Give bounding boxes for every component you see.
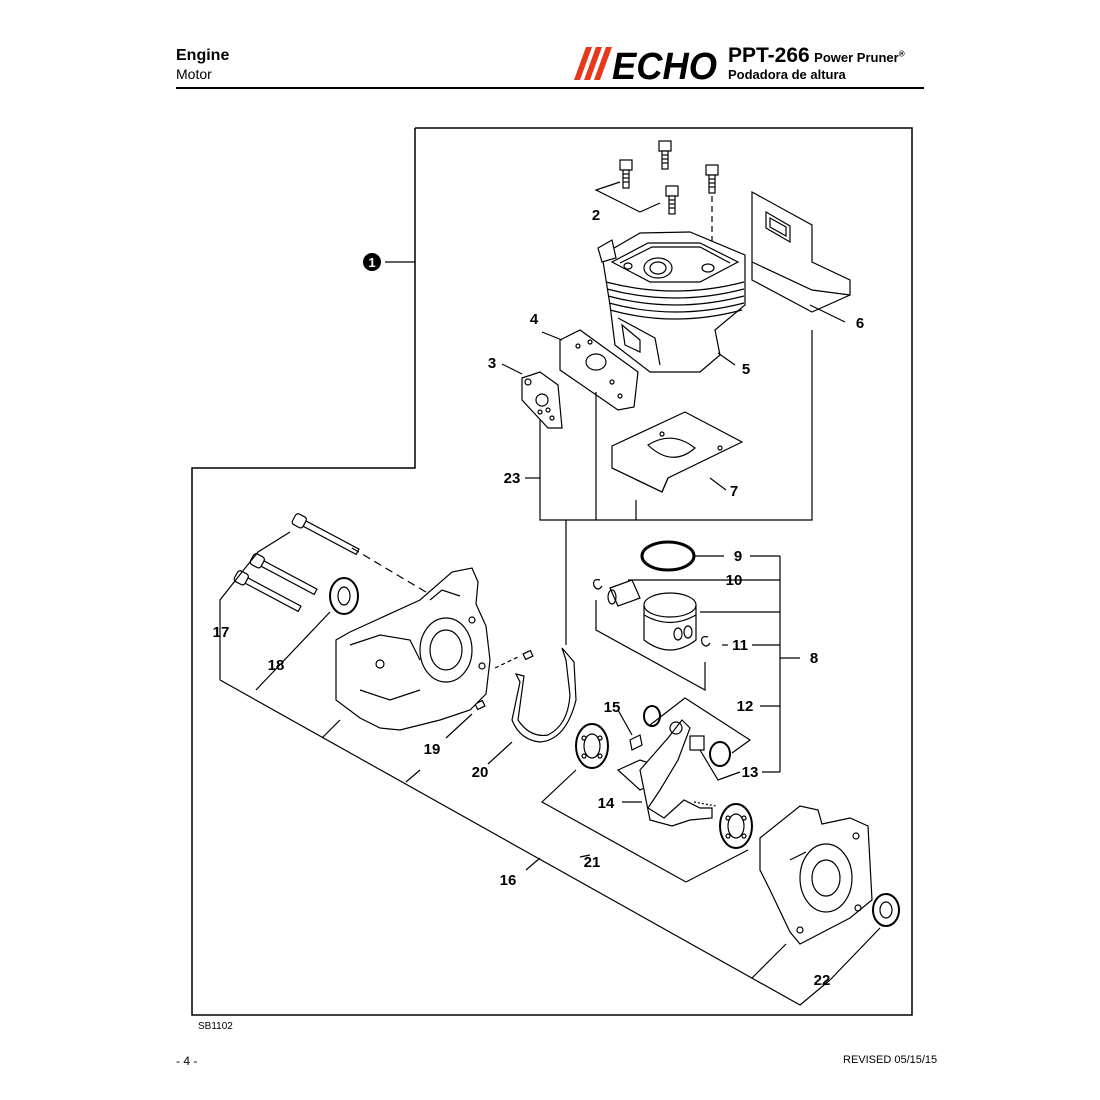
cylinder-part <box>597 231 746 373</box>
callout-2: 2 <box>592 207 600 224</box>
model-number: PPT-266 <box>728 44 810 67</box>
leader-23 <box>539 330 813 521</box>
insulator-part <box>521 371 563 429</box>
callout-21: 21 <box>584 854 601 871</box>
crankcase-left-part <box>335 567 491 731</box>
cylinder-bolts-part <box>594 140 719 262</box>
intake-gasket-part <box>559 329 639 411</box>
base-gasket-part <box>611 411 744 493</box>
header-divider <box>176 87 924 89</box>
logo-stripes-icon <box>574 47 612 80</box>
callout-11: 11 <box>732 637 748 654</box>
model-name: Power Pruner <box>814 50 899 65</box>
needle-bearing-part <box>643 705 661 727</box>
echo-logo: ECHO <box>574 46 717 84</box>
oil-seal-left-part <box>329 577 359 615</box>
revision-date: REVISED 05/15/15 <box>843 1054 938 1066</box>
callout-8: 8 <box>810 650 818 667</box>
thrust-washer-part <box>709 741 731 767</box>
woodruff-key-part <box>629 734 643 751</box>
assembly-marker-number: 1 <box>368 255 375 270</box>
logo-wordmark: ECHO <box>612 46 717 84</box>
crankcase-bolts-part <box>233 513 360 613</box>
callout-3: 3 <box>488 355 496 372</box>
dowel-pin-part <box>474 699 486 711</box>
model-line: PPT-266 Power Pruner® <box>728 44 905 68</box>
piston-ring-part <box>640 540 696 572</box>
page-header-left: Engine Motor <box>176 46 229 83</box>
diagram-frame <box>191 127 913 1016</box>
circlip-top-part <box>593 579 603 590</box>
crankshaft-part <box>616 719 717 827</box>
callout-18: 18 <box>268 657 285 674</box>
piston-pin-part <box>607 579 641 607</box>
callout-6: 6 <box>856 315 864 332</box>
main-bearing-left-part <box>575 723 609 769</box>
page-number: - 4 - <box>176 1054 198 1068</box>
main-bearing-right-part <box>719 803 753 849</box>
callout-14: 14 <box>598 795 615 812</box>
oil-seal-right-part <box>872 893 900 927</box>
crankcase-right-part <box>759 805 873 945</box>
callout-7: 7 <box>730 483 738 500</box>
callout-12: 12 <box>737 698 754 715</box>
callout-10: 10 <box>726 572 743 589</box>
circlip-right-part <box>701 636 711 647</box>
callout-23: 23 <box>504 470 521 487</box>
crankcase-gasket-part <box>511 647 577 743</box>
callout-19: 19 <box>424 741 441 758</box>
piston-part <box>643 592 697 651</box>
figure-code: SB1102 <box>198 1021 233 1032</box>
callout-22: 22 <box>814 972 831 989</box>
section-title: Engine <box>176 47 230 64</box>
callout-5: 5 <box>742 361 750 378</box>
callout-16: 16 <box>500 872 517 889</box>
callout-17: 17 <box>213 624 230 641</box>
callout-4: 4 <box>530 311 539 328</box>
callout-13: 13 <box>742 764 759 781</box>
model-name-spanish: Podadora de altura <box>728 67 846 82</box>
assembly-marker: 1 <box>363 253 381 271</box>
callout-15: 15 <box>604 699 621 716</box>
registered-mark: ® <box>898 49 905 59</box>
callout-20: 20 <box>472 764 489 781</box>
model-name-wrap: Power Pruner® <box>814 50 904 65</box>
callout-9: 9 <box>734 548 742 565</box>
section-subtitle: Motor <box>176 66 212 82</box>
heat-shield-part <box>751 190 851 313</box>
